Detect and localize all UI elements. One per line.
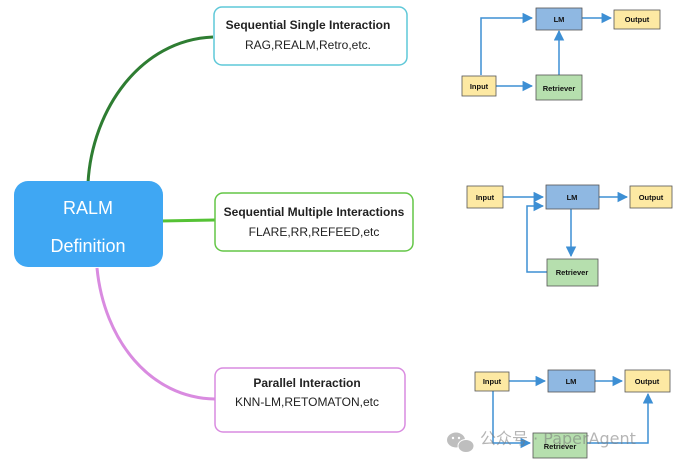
retriever-box [535, 74, 583, 101]
input-box [466, 185, 504, 209]
branch-title: Parallel Interaction [253, 376, 360, 390]
flow-diagram-sequential-single: Input LM Output Retriever [461, 7, 661, 101]
lm-label: LM [566, 377, 577, 386]
arrow-input-to-retriever [492, 391, 532, 449]
input-box [461, 75, 497, 97]
lm-box [547, 369, 596, 393]
root-title: RALM [63, 198, 113, 218]
output-label: Output [625, 15, 650, 24]
wechat-icon [447, 432, 475, 453]
lm-label: LM [567, 193, 578, 202]
branch-examples: FLARE,RR,REFEED,etc [249, 225, 380, 239]
lm-label: LM [554, 15, 565, 24]
branch-node-parallel: Parallel Interaction KNN-LM,RETOMATON,et… [214, 367, 406, 433]
watermark-text: 公众号 · PaperAgent [480, 429, 636, 448]
connector-sequential-multiple [159, 218, 216, 223]
connector-sequential-single [86, 35, 214, 184]
retriever-box [532, 432, 588, 459]
branch-examples: KNN-LM,RETOMATON,etc [235, 395, 379, 409]
output-box [629, 185, 673, 209]
lm-box [535, 7, 583, 31]
lm-box [545, 184, 600, 210]
input-label: Input [476, 193, 495, 202]
branch-node-sequential-single: Sequential Single Interaction RAG,REALM,… [213, 6, 408, 66]
output-box [624, 369, 671, 393]
input-label: Input [470, 82, 489, 91]
output-label: Output [635, 377, 660, 386]
arrow-input-to-lm [480, 12, 534, 75]
retriever-label: Retriever [544, 442, 577, 451]
retriever-box [546, 258, 599, 287]
output-label: Output [639, 193, 664, 202]
output-box [613, 9, 661, 30]
branch-node-sequential-multiple: Sequential Multiple Interactions FLARE,R… [214, 192, 414, 252]
watermark: 公众号 · PaperAgent [447, 429, 636, 453]
arrow-retriever-to-output [587, 392, 654, 444]
branch-title: Sequential Multiple Interactions [224, 205, 405, 219]
retriever-label: Retriever [543, 84, 576, 93]
branch-examples: RAG,REALM,Retro,etc. [245, 38, 371, 52]
connector-parallel [95, 267, 216, 401]
arrow-retriever-to-lm [526, 200, 547, 273]
root-node: RALM Definition [14, 181, 163, 267]
flow-diagram-sequential-multiple: Input LM Output Retriever [466, 184, 673, 287]
retriever-label: Retriever [556, 268, 589, 277]
input-label: Input [483, 377, 502, 386]
branch-title: Sequential Single Interaction [226, 18, 391, 32]
input-box [474, 371, 510, 392]
flow-diagram-parallel: Input LM Output Retriever [474, 369, 671, 459]
root-subtitle: Definition [50, 236, 125, 256]
